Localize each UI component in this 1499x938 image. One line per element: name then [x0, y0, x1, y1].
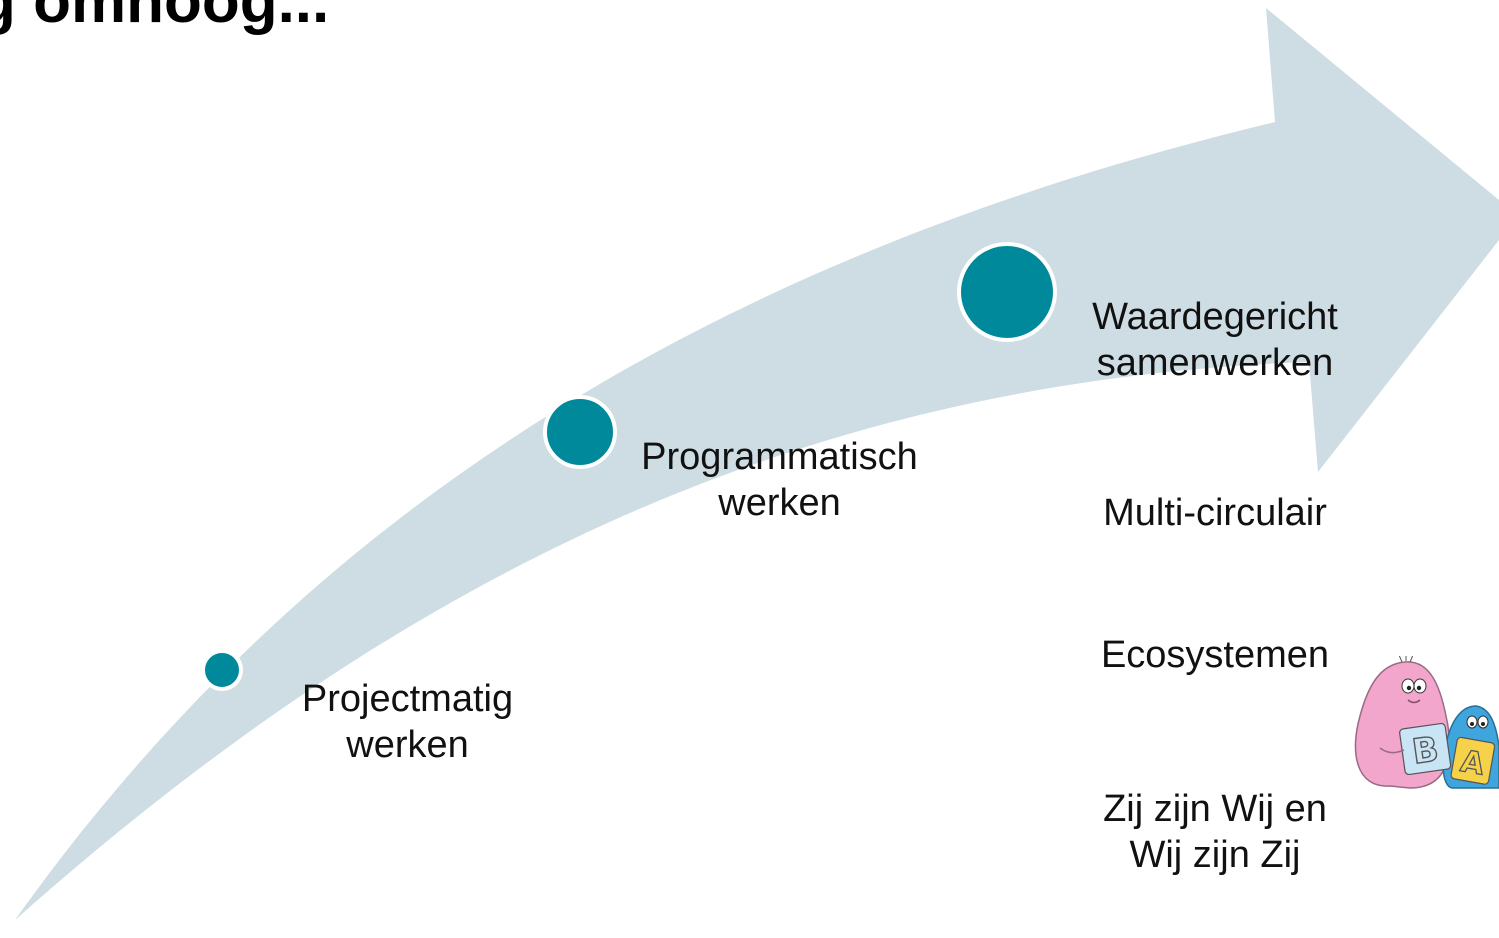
stage-label-projectmatig: Projectmatig werken	[301, 678, 514, 767]
stage-dot-3	[957, 242, 1057, 342]
keyword-ecosystemen: Ecosystemen	[1100, 634, 1330, 676]
curved-arrow	[15, 8, 1499, 920]
letter-b: B	[1410, 729, 1441, 772]
stage-dot-1	[201, 649, 243, 691]
keyword-zij-zijn-wij: Zij zijn Wij en Wij zijn Zij	[1103, 788, 1327, 877]
stage-dot-2	[543, 395, 617, 469]
keyword-multi-circulair: Multi-circulair	[1103, 492, 1327, 534]
slide-title: g omhoog...	[0, 0, 330, 36]
stage-label-programmatisch: Programmatisch werken	[641, 436, 918, 525]
barbapapa-illustration: B A	[1354, 656, 1499, 789]
stage-label-waardegericht: Waardegericht samenwerken	[1092, 296, 1338, 385]
